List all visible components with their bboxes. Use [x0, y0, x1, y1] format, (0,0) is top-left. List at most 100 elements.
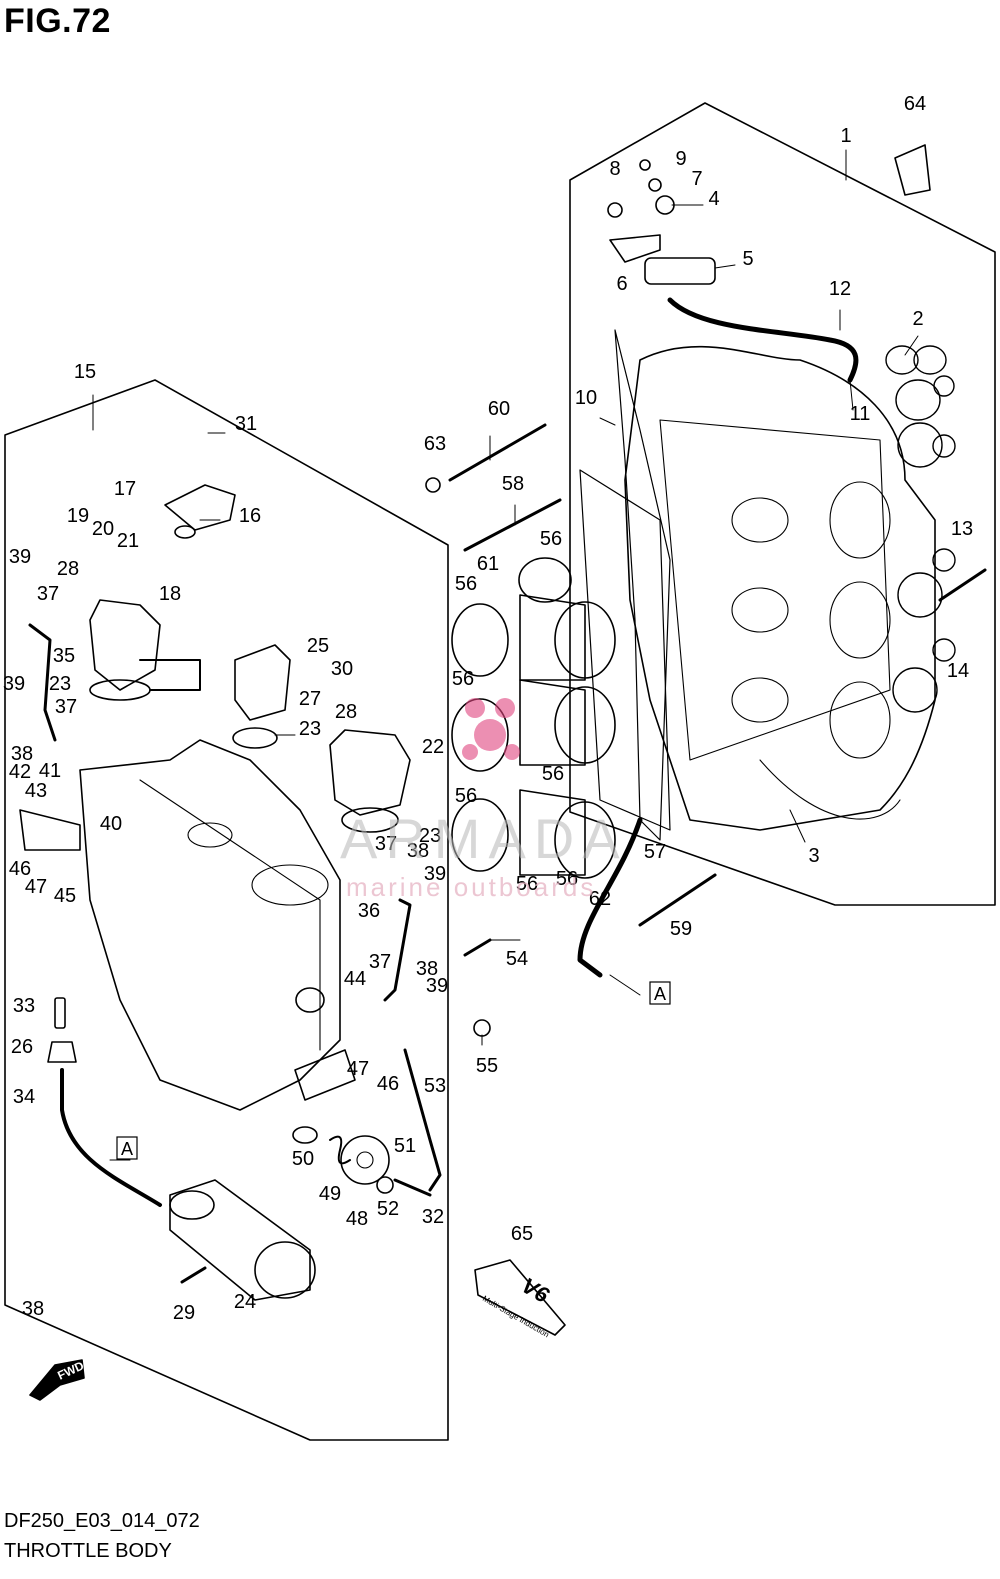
throttle-position-sensor — [164, 484, 236, 531]
callout-6: 6 — [616, 273, 627, 295]
callout-53: 53 — [424, 1075, 446, 1097]
callout-61: 61 — [477, 553, 499, 575]
callout-8: 8 — [609, 158, 620, 180]
watermark-tagline: marine outboards — [346, 872, 597, 902]
callout-42: 42 — [9, 761, 31, 783]
callout-28: 28 — [335, 701, 357, 723]
callout-64: 64 — [904, 93, 926, 115]
intake-manifold-part — [624, 345, 936, 831]
figure-title: FIG.72 — [4, 2, 111, 40]
callout-45: 45 — [54, 885, 76, 907]
joint-26 — [47, 1041, 77, 1063]
callout-38: 38 — [416, 958, 438, 980]
callout-20: 20 — [92, 518, 114, 540]
callout-33: 33 — [13, 995, 35, 1017]
stud-bolt-58 — [463, 498, 562, 552]
callout-56: 56 — [452, 668, 474, 690]
watermark-logo — [462, 698, 520, 760]
o-ring-16 — [174, 525, 196, 539]
callout-38: 38 — [22, 1298, 44, 1320]
callout-22: 22 — [422, 736, 444, 758]
callout-27: 27 — [299, 688, 321, 710]
sensor-bracket — [609, 234, 661, 263]
callout-23: 23 — [299, 718, 321, 740]
callout-46: 46 — [377, 1073, 399, 1095]
hose-34 — [60, 1068, 162, 1207]
right-assembly-frame — [569, 102, 996, 906]
callout-34: 34 — [13, 1086, 35, 1108]
stud-bolt-60 — [448, 423, 547, 482]
callout-1: 1 — [840, 125, 851, 147]
callout-23: 23 — [49, 673, 71, 695]
gasket-part — [885, 345, 956, 713]
figure-name: THROTTLE BODY — [4, 1540, 172, 1562]
callout-37: 37 — [55, 696, 77, 718]
callout-40: 40 — [100, 813, 122, 835]
callout-39: 39 — [3, 673, 25, 695]
callout-59: 59 — [670, 918, 692, 940]
throttle-gasket — [579, 469, 671, 831]
left-assembly-frame — [4, 379, 449, 1441]
callout-23: 23 — [419, 825, 441, 847]
lever-40 — [19, 809, 81, 851]
o-ring-23b — [341, 807, 399, 833]
vacuum-hose-lower — [577, 817, 643, 978]
callout-26: 26 — [11, 1036, 33, 1058]
callout-39: 39 — [9, 546, 31, 568]
svg-text:A: A — [654, 984, 666, 1004]
ref-label-a-2: A — [116, 1136, 138, 1160]
callout-31: 31 — [235, 413, 257, 435]
pressure-sensor — [644, 257, 716, 285]
bolt-54 — [463, 938, 492, 957]
callout-44: 44 — [344, 968, 366, 990]
callout-47: 47 — [25, 876, 47, 898]
throttle-drum — [340, 1135, 390, 1185]
bush-44 — [295, 987, 325, 1013]
callout-21: 21 — [117, 530, 139, 552]
bolt-13 — [938, 568, 987, 602]
lever-47 — [294, 1049, 356, 1101]
callout-39: 39 — [426, 975, 448, 997]
callout-18: 18 — [159, 583, 181, 605]
callout-13: 13 — [951, 518, 973, 540]
callout-56: 56 — [542, 763, 564, 785]
intake-silencer-part — [79, 739, 341, 1111]
callout-16: 16 — [239, 505, 261, 527]
leader-lines — [92, 149, 919, 1161]
screw-29 — [180, 1266, 207, 1284]
callout-57: 57 — [644, 841, 666, 863]
link-rod-36 — [383, 898, 412, 1002]
callout-38: 38 — [407, 840, 429, 862]
callout-54: 54 — [506, 948, 528, 970]
callout-11: 11 — [850, 403, 871, 425]
callout-37: 37 — [37, 583, 59, 605]
callout-29: 29 — [173, 1302, 195, 1324]
callout-49: 49 — [319, 1183, 341, 1205]
callout-51: 51 — [394, 1135, 416, 1157]
grommet — [655, 195, 675, 215]
callout-24: 24 — [234, 1291, 256, 1313]
watermark-brand: ARMADA — [340, 807, 628, 870]
screw — [607, 202, 623, 218]
callout-37: 37 — [375, 833, 397, 855]
callout-35: 35 — [53, 645, 75, 667]
callout-2: 2 — [912, 308, 923, 330]
collar-50 — [292, 1126, 318, 1144]
actuator-24 — [169, 1179, 316, 1301]
isc-valve — [89, 599, 161, 691]
callout-52: 52 — [377, 1198, 399, 1220]
callout-14: 14 — [947, 660, 969, 682]
connecting-hose — [139, 659, 201, 691]
bolt-59 — [638, 873, 717, 927]
callout-30: 30 — [331, 658, 353, 680]
callout-56: 56 — [455, 573, 477, 595]
washer-52 — [376, 1176, 394, 1194]
emblem-v6-text: V6 — [518, 1273, 554, 1308]
small-screw — [639, 159, 651, 171]
callout-25: 25 — [307, 635, 329, 657]
o-ring-27 — [232, 727, 278, 749]
callout-7: 7 — [691, 168, 702, 190]
callout-62: 62 — [589, 888, 611, 910]
callout-36: 36 — [358, 900, 380, 922]
